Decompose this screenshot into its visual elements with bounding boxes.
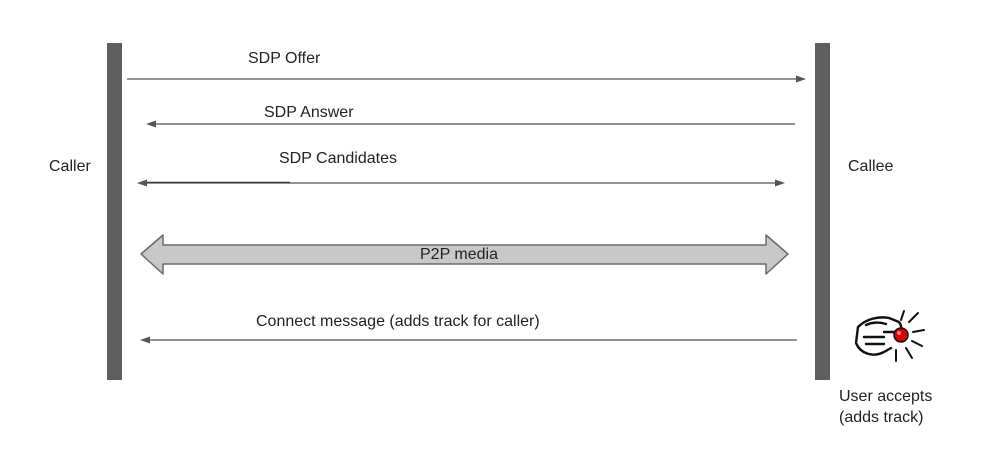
callee-label: Callee xyxy=(848,158,894,175)
user-accepts-caption: User accepts (adds track) xyxy=(839,386,932,428)
message-label-sdp-candidates: SDP Candidates xyxy=(279,150,397,167)
user-accepts-line1: User accepts xyxy=(839,388,933,405)
p2p-media-label: P2P media xyxy=(420,246,498,263)
user-accepts-line2: (adds track) xyxy=(839,409,924,426)
callee-lifeline xyxy=(815,43,830,380)
message-arrow-connect xyxy=(140,336,797,344)
hand-pressing-button-icon xyxy=(854,310,925,362)
message-arrow-sdp-candidates xyxy=(137,179,785,187)
message-arrow-sdp-offer xyxy=(127,75,806,83)
message-label-connect: Connect message (adds track for caller) xyxy=(256,313,540,330)
p2p-media-arrow xyxy=(140,234,789,275)
caller-lifeline xyxy=(107,43,122,380)
message-arrow-sdp-answer xyxy=(146,120,795,128)
message-label-sdp-offer: SDP Offer xyxy=(248,50,321,67)
message-label-sdp-answer: SDP Answer xyxy=(264,104,354,121)
caller-label: Caller xyxy=(49,158,91,175)
